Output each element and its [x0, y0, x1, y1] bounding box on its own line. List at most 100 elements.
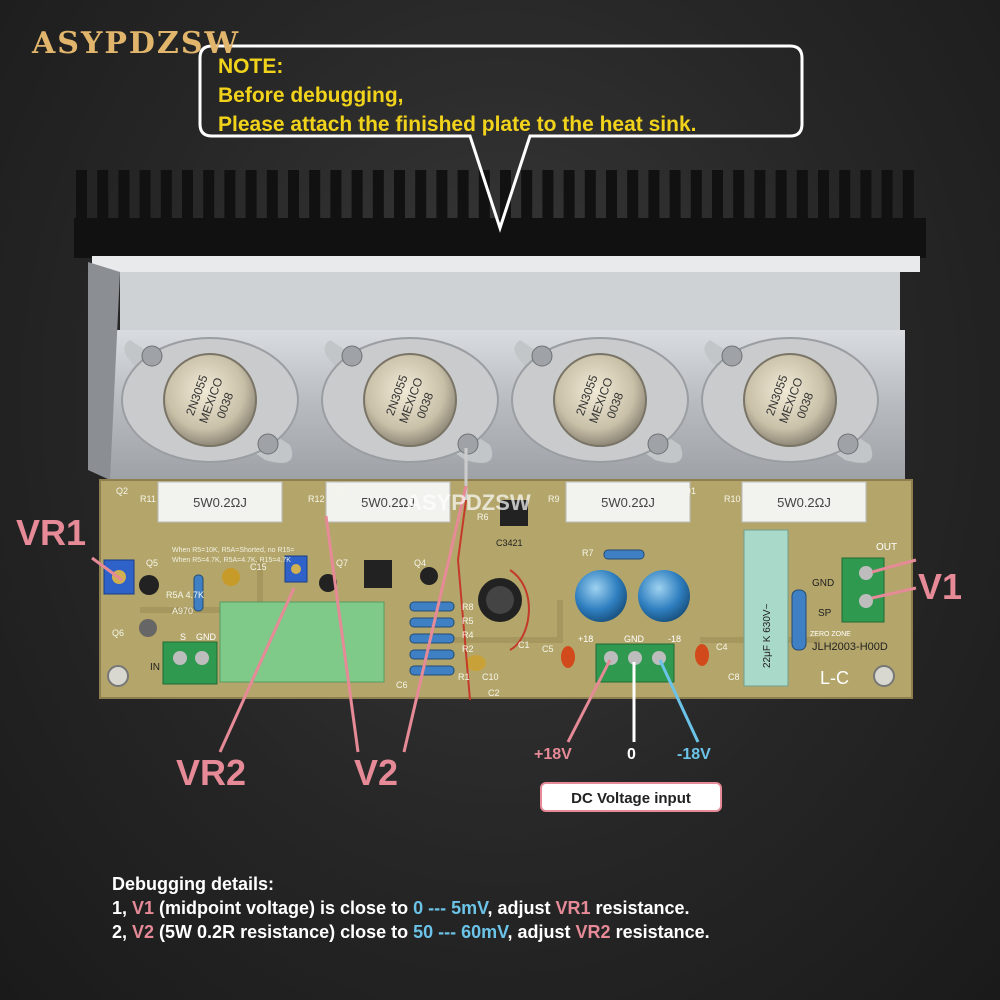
heatsink-fin — [754, 170, 766, 220]
board-note: When R5=10K, R5A=Shorted, no R15= — [172, 547, 294, 554]
board-model: JLH2003-H00D — [812, 641, 888, 653]
label-gnd-mid: GND — [624, 634, 645, 644]
component-ref: A970 — [172, 606, 193, 616]
heatsink-fin — [563, 170, 575, 220]
heatsink-fin — [542, 170, 554, 220]
label-v1: V1 — [918, 566, 963, 607]
component-ref: R1 — [458, 672, 470, 682]
heatsink-fin — [775, 170, 787, 220]
component-ref: Q2 — [116, 486, 128, 496]
note-bubble — [198, 44, 804, 233]
heatsink-fin — [436, 170, 448, 220]
component-ref: C10 — [482, 672, 499, 682]
heatsink-fin — [818, 170, 829, 220]
heatsink-fin — [860, 170, 872, 220]
heatsink-fin — [606, 170, 617, 220]
film-capacitor-c8 — [743, 529, 789, 687]
cement-resistors: 5W0.2ΩJ R11 5W0.2ΩJ R12 5W0.2ΩJ R9 5W0.2ΩJ R10 — [140, 481, 867, 523]
details-line-2: 2, V2 (5W 0.2R resistance) close to 50 -… — [112, 922, 710, 942]
component-ref: Q4 — [414, 558, 426, 568]
cement-resistor: 5W0.2ΩJ R9 — [548, 481, 691, 523]
note-line-3: Please attach the finished plate to the … — [218, 113, 697, 136]
heatsink-fin — [415, 170, 427, 220]
cement-resistor: 5W0.2ΩJ R12 — [308, 481, 451, 523]
heatsink-fin — [690, 170, 702, 220]
small-resistors — [193, 549, 807, 676]
resistor-ref: R9 — [548, 494, 560, 504]
voltage-plus18: +18V — [534, 746, 572, 763]
label-vr2: VR2 — [176, 752, 247, 793]
callout-lines — [91, 485, 917, 753]
heatsink-fin — [733, 170, 745, 220]
resistor-value: 5W0.2ΩJ — [361, 495, 415, 510]
label-v2: V2 — [354, 752, 399, 793]
resistor-value: 5W0.2ΩJ — [193, 495, 247, 510]
component-ref: R5A 4.7K — [166, 590, 204, 600]
heatsink-fin — [648, 170, 660, 220]
heatsink-fin — [627, 170, 639, 220]
resistor-ref: R11 — [140, 494, 156, 504]
watermark: ASYPDZSW — [406, 490, 531, 515]
resistor-value: 5W0.2ΩJ — [601, 495, 655, 510]
component-ref: C5 — [542, 644, 554, 654]
heatsink-fin — [266, 170, 278, 220]
component-ref: Q1 — [684, 486, 696, 496]
label-in: IN — [150, 662, 160, 673]
resistor-ref: R10 — [724, 494, 741, 504]
cement-resistor: 5W0.2ΩJ R10 — [724, 481, 867, 523]
component-ref: C15 — [250, 562, 267, 572]
details-line-1: 1, V1 (midpoint voltage) is close to 0 -… — [112, 898, 690, 918]
debug-details: Debugging details: 1, V1 (midpoint volta… — [112, 872, 710, 944]
small-components — [139, 500, 709, 671]
trimpot-vr2 — [284, 555, 308, 583]
voltage-minus18: -18V — [677, 746, 711, 763]
heatsink-fin — [669, 170, 681, 220]
component-ref: C1 — [518, 640, 530, 650]
component-ref: R6 — [477, 512, 489, 522]
component-ref: Q7 — [336, 558, 348, 568]
component-ref: Q5 — [146, 558, 158, 568]
heatsink-fin — [372, 170, 384, 220]
cement-resistor: 5W0.2ΩJ R11 — [140, 481, 283, 523]
dc-voltage-input-box: DC Voltage input — [540, 782, 722, 812]
label-minus18: -18 — [668, 634, 681, 644]
resistor-value: 5W0.2ΩJ — [777, 495, 831, 510]
electrolytic-capacitors — [478, 570, 690, 622]
heatsink-fin — [839, 170, 851, 220]
voltage-zero: 0 — [627, 746, 636, 763]
heatsink-fin — [500, 170, 511, 220]
component-ref: R8 — [462, 602, 474, 612]
heatsink-fin — [182, 170, 193, 220]
label-gnd-in: GND — [196, 632, 217, 642]
heatsink-fin — [584, 170, 596, 220]
component-ref: Q6 — [112, 628, 124, 638]
heatsink-fin — [881, 170, 893, 220]
component-ref: C2 — [488, 688, 500, 698]
heatsink-fin — [796, 170, 808, 220]
film-capacitor-c6 — [219, 601, 385, 683]
label-zero-zone: ZERO ZONE — [810, 631, 851, 638]
note-text: NOTE: Before debugging, Please attach th… — [218, 52, 696, 139]
component-ref: Q3 — [334, 486, 346, 496]
component-ref: C4 — [716, 642, 728, 652]
component-ref: C6 — [396, 680, 408, 690]
heatsink-fin — [139, 170, 151, 220]
heatsink-fin — [478, 170, 490, 220]
heatsink-fin — [203, 170, 215, 220]
heatsink-fin — [160, 170, 172, 220]
board-note-2: When R5=4.7K, R5A=4.7K, R15=4.7K — [172, 557, 291, 564]
component-ref: R4 — [462, 630, 474, 640]
resistor-ref: R12 — [308, 494, 325, 504]
component-ref: R7 — [582, 548, 594, 558]
note-line-1: NOTE: — [218, 55, 284, 78]
component-ref: R2 — [462, 644, 474, 654]
heatsink-fin — [521, 170, 533, 220]
heatsink-fin — [245, 170, 257, 220]
label-vr1: VR1 — [16, 512, 87, 553]
details-heading: Debugging details: — [112, 874, 274, 894]
